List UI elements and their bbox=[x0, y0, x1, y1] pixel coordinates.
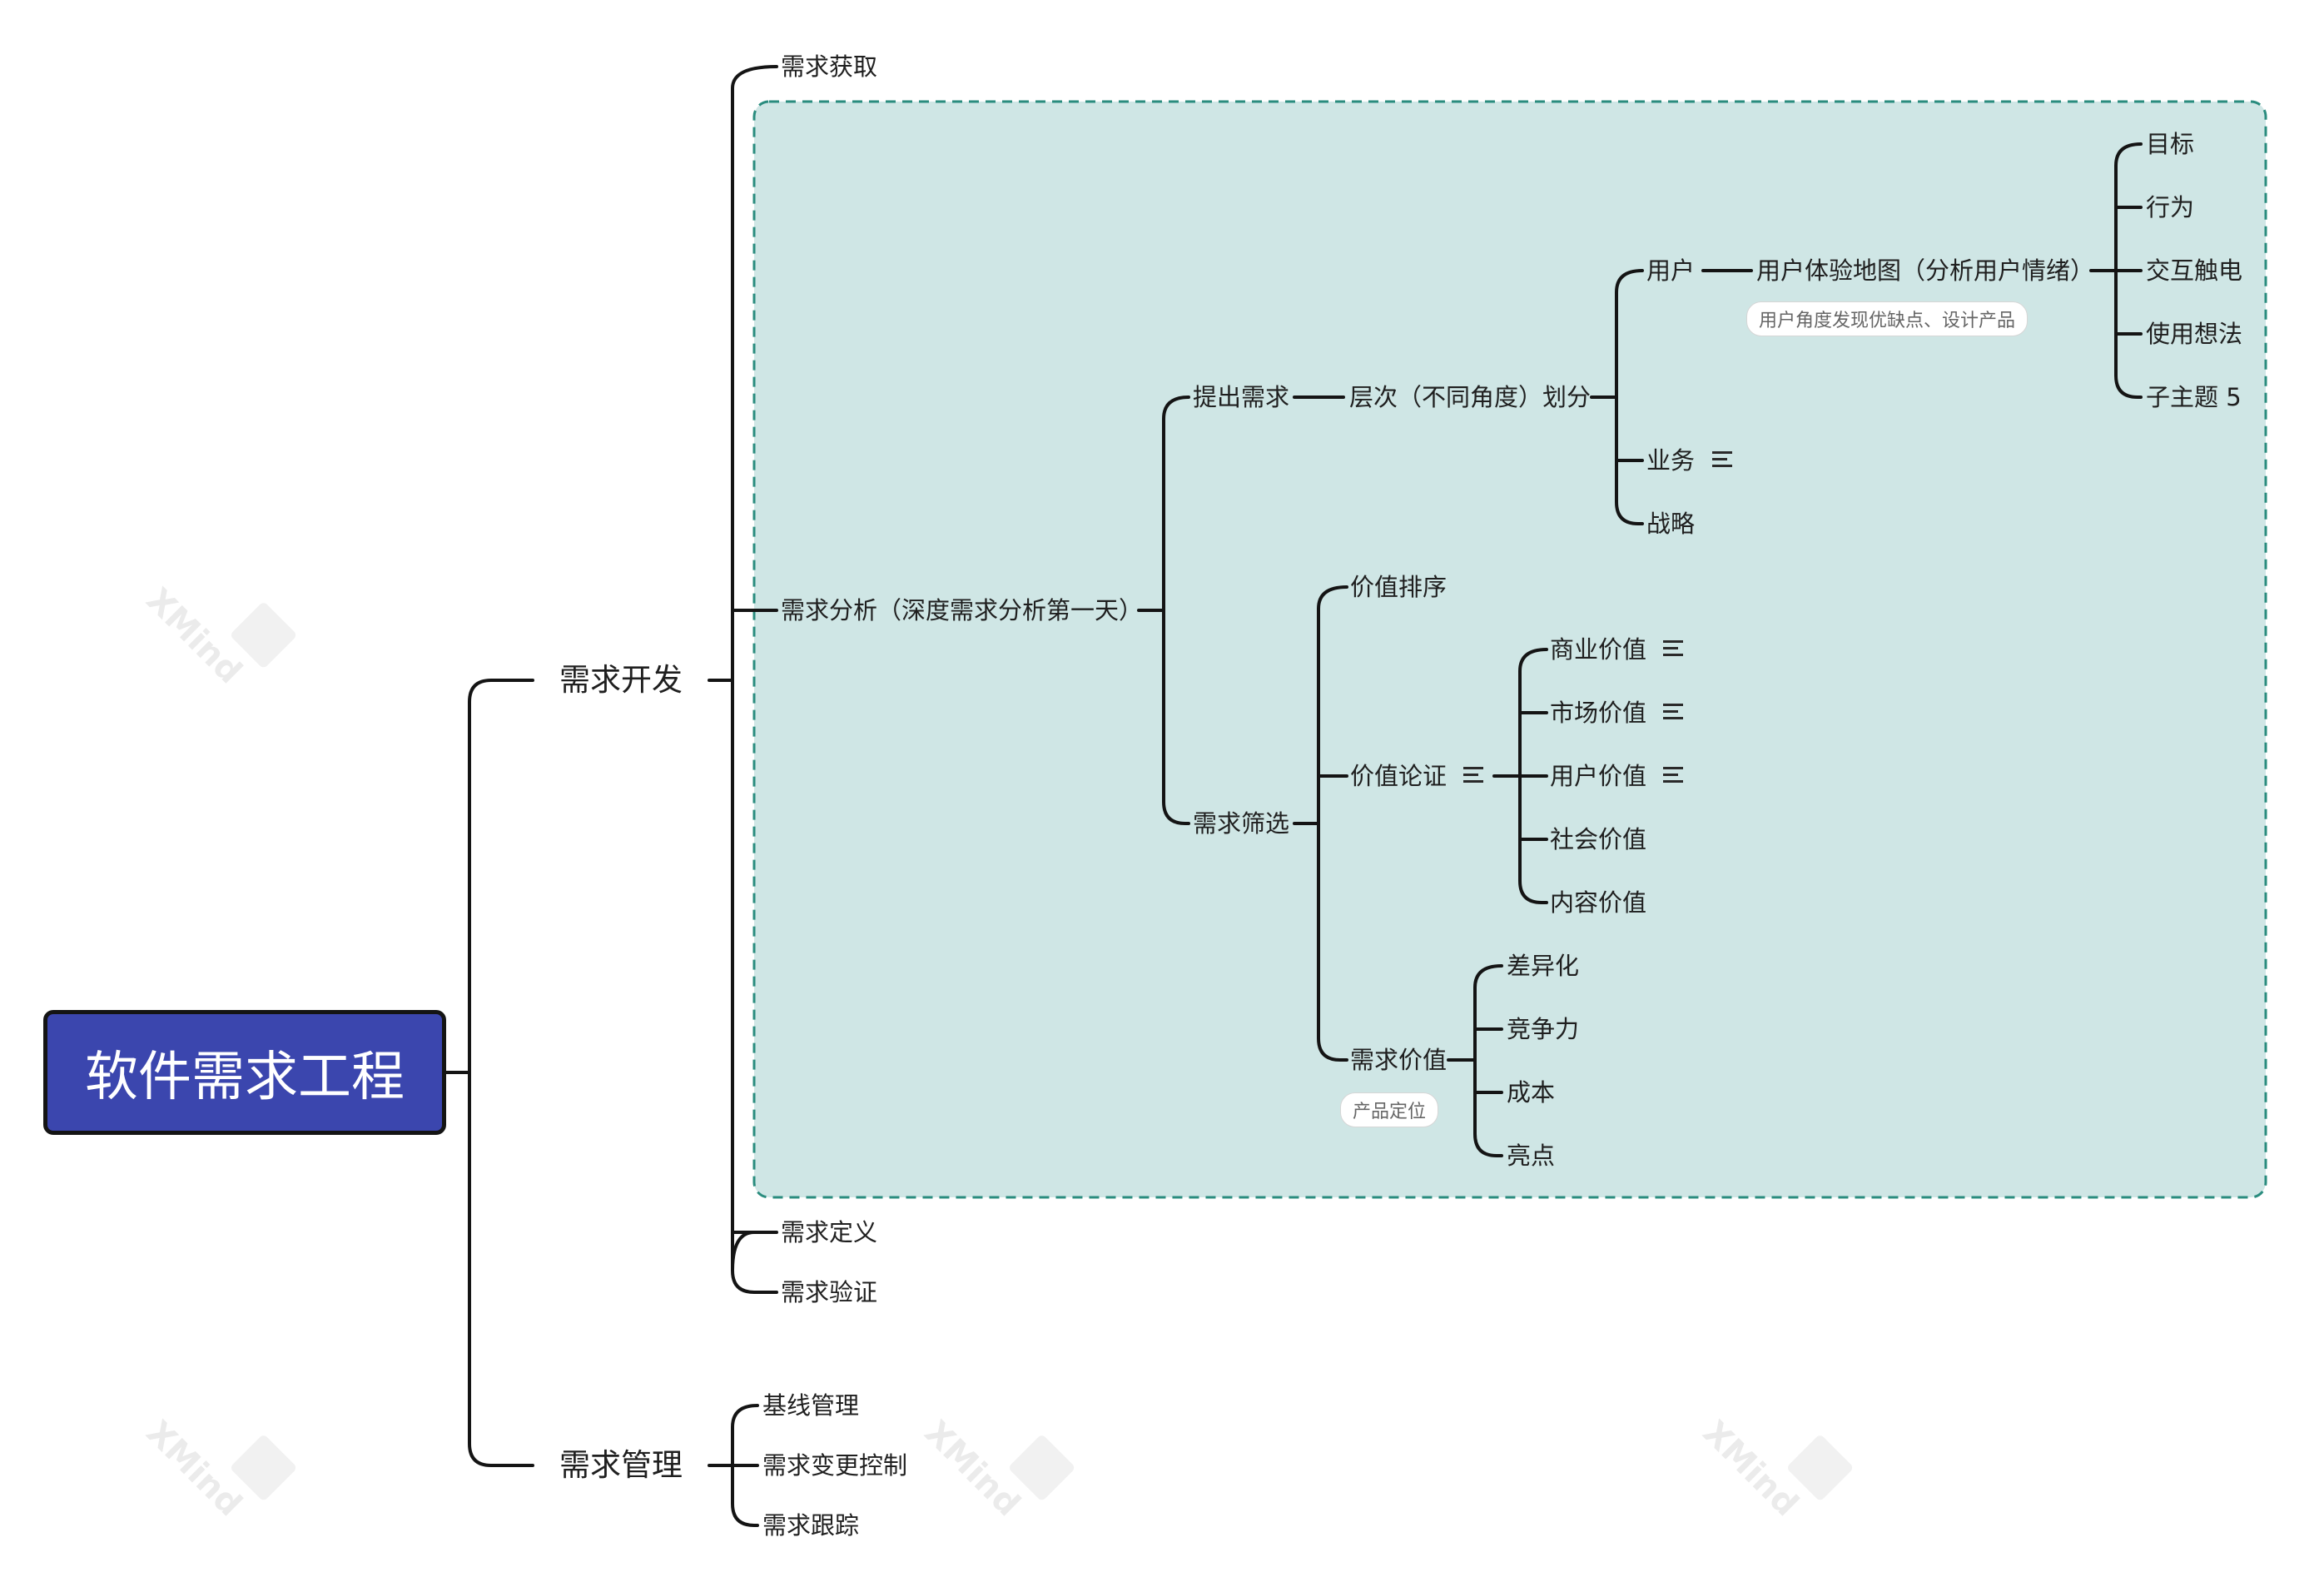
topic-requirements-filter[interactable]: 需求筛选 bbox=[1193, 809, 1290, 838]
topic-value-item[interactable]: 竞争力 bbox=[1507, 1015, 1580, 1043]
topic-journey-item[interactable]: 行为 bbox=[2146, 193, 2195, 221]
topic-proof-item[interactable]: 内容价值 bbox=[1550, 888, 1647, 917]
topic-value-proof[interactable]: 价值论证 bbox=[1350, 762, 1448, 790]
topic-user[interactable]: 用户 bbox=[1646, 256, 1696, 285]
note-icon[interactable] bbox=[1663, 703, 1683, 719]
topic-level-split[interactable]: 层次（不同角度）划分 bbox=[1349, 383, 1592, 411]
topic-journey-item[interactable]: 目标 bbox=[2146, 130, 2195, 158]
topic-value-item[interactable]: 成本 bbox=[1507, 1078, 1556, 1107]
topic-journey-item[interactable]: 使用想法 bbox=[2146, 320, 2243, 348]
topic-requirements-verification[interactable]: 需求验证 bbox=[781, 1278, 878, 1306]
connector bbox=[1615, 269, 1644, 525]
note-icon[interactable] bbox=[1463, 766, 1483, 783]
analysis-boundary bbox=[752, 100, 2267, 1199]
connector bbox=[1473, 964, 1503, 1157]
topic-proof-item[interactable]: 市场价值 bbox=[1550, 699, 1647, 727]
topic-label: 用户角度发现优缺点、设计产品 bbox=[1746, 301, 2029, 336]
topic-value-item[interactable]: 亮点 bbox=[1507, 1142, 1556, 1170]
topic-requirements-development[interactable]: 需求开发 bbox=[559, 662, 683, 698]
topic-requirements-analysis[interactable]: 需求分析（深度需求分析第一天） bbox=[781, 596, 1144, 624]
note-icon[interactable] bbox=[1663, 639, 1683, 656]
topic-requirements-acquisition[interactable]: 需求获取 bbox=[781, 52, 878, 81]
connector bbox=[731, 65, 778, 1294]
topic-user-journey-map[interactable]: 用户体验地图（分析用户情绪） bbox=[1756, 256, 2095, 285]
topic-journey-item[interactable]: 子主题 5 bbox=[2146, 383, 2242, 411]
topic-management-item[interactable]: 需求变更控制 bbox=[762, 1451, 908, 1480]
topic-label: 产品定位 bbox=[1340, 1092, 1439, 1127]
topic-proof-item[interactable]: 社会价值 bbox=[1550, 825, 1647, 853]
topic-requirements-definition[interactable]: 需求定义 bbox=[781, 1218, 878, 1246]
topic-journey-item[interactable]: 交互触电 bbox=[2146, 256, 2243, 285]
note-icon[interactable] bbox=[1663, 766, 1683, 783]
topic-requirements-management[interactable]: 需求管理 bbox=[559, 1447, 683, 1483]
topic-proof-item[interactable]: 商业价值 bbox=[1550, 635, 1647, 664]
topic-value-ranking[interactable]: 价值排序 bbox=[1350, 573, 1448, 601]
connector bbox=[731, 1404, 759, 1527]
connector bbox=[468, 679, 534, 1467]
note-icon[interactable] bbox=[1712, 450, 1732, 467]
connector bbox=[1518, 648, 1548, 904]
topic-business[interactable]: 业务 bbox=[1646, 446, 1696, 475]
root-topic[interactable]: 软件需求工程 bbox=[43, 1010, 446, 1135]
topic-propose-requirements[interactable]: 提出需求 bbox=[1193, 383, 1290, 411]
topic-requirement-value[interactable]: 需求价值 bbox=[1350, 1046, 1448, 1074]
topic-management-item[interactable]: 基线管理 bbox=[762, 1391, 860, 1420]
topic-management-item[interactable]: 需求跟踪 bbox=[762, 1511, 860, 1540]
topic-value-item[interactable]: 差异化 bbox=[1507, 952, 1580, 980]
topic-strategy[interactable]: 战略 bbox=[1646, 510, 1696, 538]
connector bbox=[1162, 396, 1190, 825]
connector bbox=[2114, 142, 2143, 399]
topic-proof-item[interactable]: 用户价值 bbox=[1550, 762, 1647, 790]
connector bbox=[1317, 585, 1348, 1062]
